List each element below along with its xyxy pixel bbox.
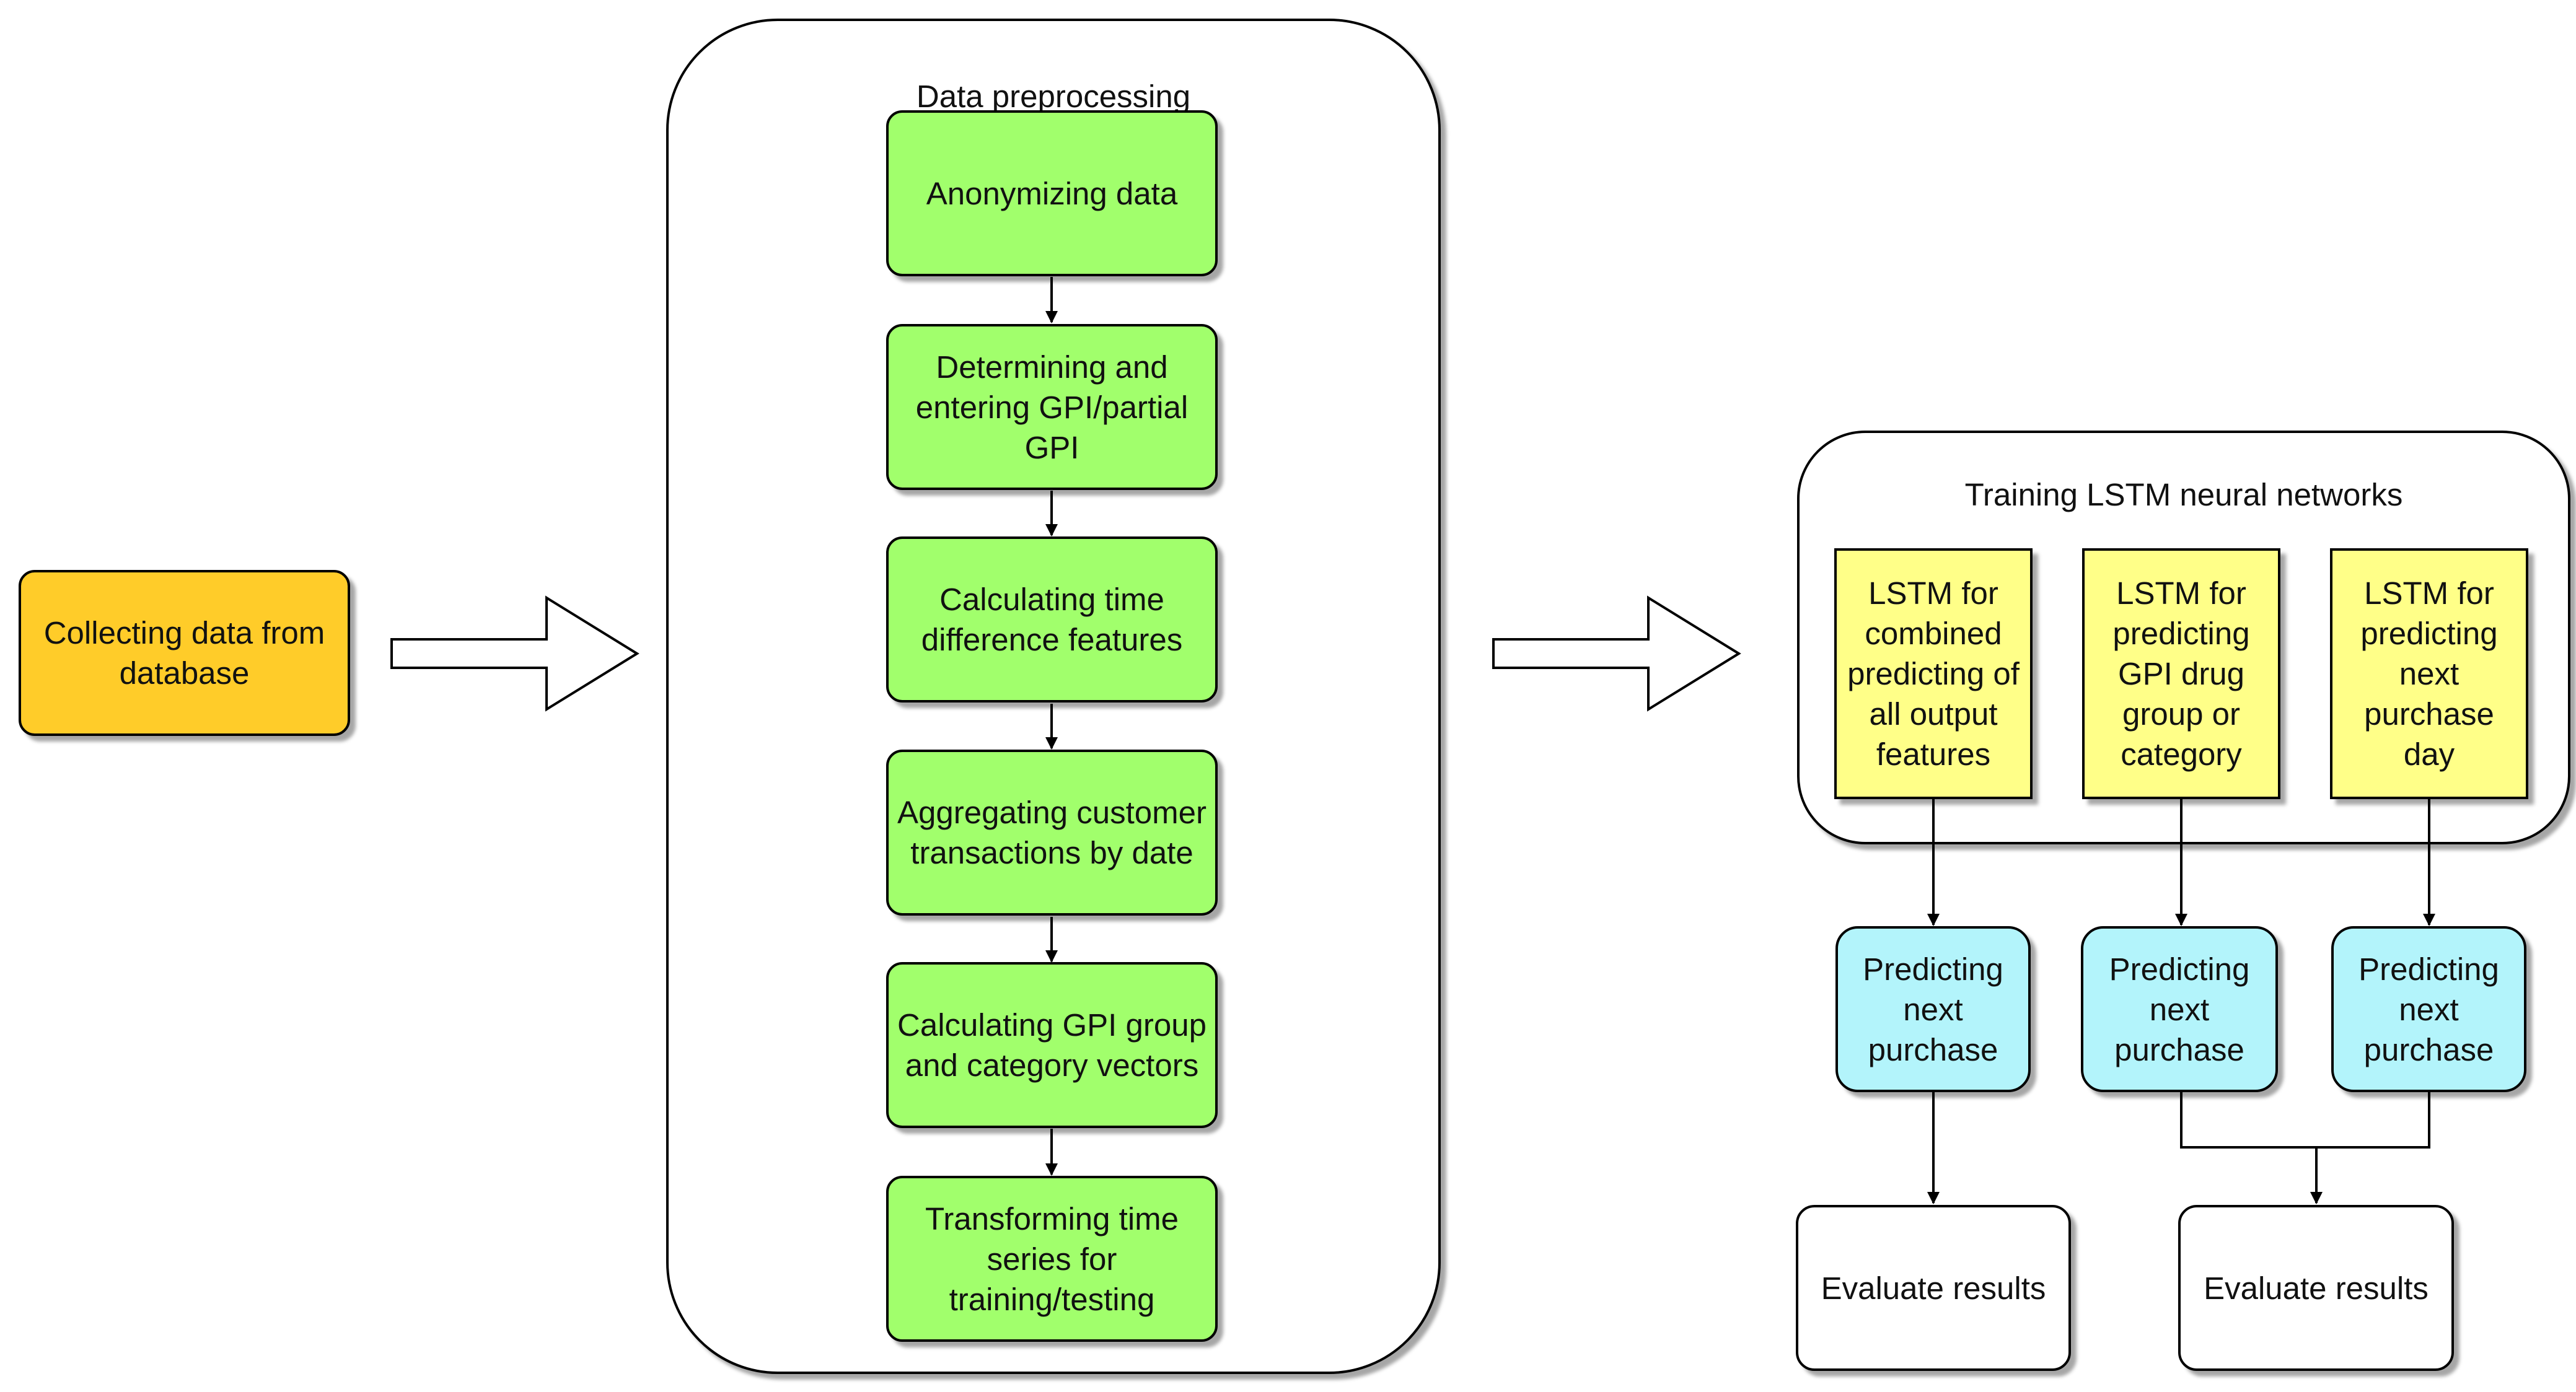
gpi-node: Determining and entering GPI/partial GPI [886, 324, 1218, 490]
vectors-label: Calculating GPI group and category vecto… [897, 1007, 1207, 1083]
evaluate-label-2: Evaluate results [2204, 1270, 2429, 1306]
lstm-gpi-node: LSTM for predicting GPI drug group or ca… [2082, 548, 2280, 799]
gpi-label: Determining and entering GPI/partial GPI [915, 349, 1189, 465]
predict-node-1: Predicting next purchase [1835, 926, 2031, 1092]
time-difference-label: Calculating time difference features [921, 582, 1183, 657]
evaluate-label-1: Evaluate results [1821, 1270, 2046, 1306]
lstm-day-label: LSTM for predicting next purchase day [2360, 576, 2498, 772]
lstm-combined-label: LSTM for combined predicting of all outp… [1847, 576, 2020, 772]
aggregate-node: Aggregating customer transactions by dat… [886, 750, 1218, 916]
block-arrow-preprocessing-to-training [1492, 595, 1741, 712]
predict-label-2: Predicting next purchase [2109, 951, 2250, 1067]
collect-data-label: Collecting data from database [43, 615, 325, 691]
collect-data-node: Collecting data from database [19, 570, 350, 736]
connector-predict-2-3-merge [2180, 1092, 2430, 1149]
transform-node: Transforming time series for training/te… [886, 1176, 1218, 1342]
aggregate-label: Aggregating customer transactions by dat… [897, 795, 1207, 870]
anonymize-node: Anonymizing data [886, 110, 1218, 276]
data-preprocessing-title: Data preprocessing [916, 79, 1191, 114]
evaluate-node-2: Evaluate results [2178, 1205, 2454, 1371]
lstm-gpi-label: LSTM for predicting GPI drug group or ca… [2112, 576, 2250, 772]
lstm-combined-node: LSTM for combined predicting of all outp… [1834, 548, 2033, 799]
anonymize-label: Anonymizing data [926, 175, 1178, 211]
predict-label-3: Predicting next purchase [2358, 951, 2499, 1067]
evaluate-node-1: Evaluate results [1796, 1205, 2071, 1371]
vectors-node: Calculating GPI group and category vecto… [886, 962, 1218, 1128]
lstm-day-node: LSTM for predicting next purchase day [2330, 548, 2528, 799]
predict-label-1: Predicting next purchase [1863, 951, 2003, 1067]
predict-node-2: Predicting next purchase [2081, 926, 2278, 1092]
transform-label: Transforming time series for training/te… [925, 1201, 1179, 1317]
time-difference-node: Calculating time difference features [886, 536, 1218, 703]
predict-node-3: Predicting next purchase [2331, 926, 2526, 1092]
block-arrow-collect-to-preprocessing [390, 595, 640, 712]
training-lstm-title: Training LSTM neural networks [1964, 477, 2403, 512]
